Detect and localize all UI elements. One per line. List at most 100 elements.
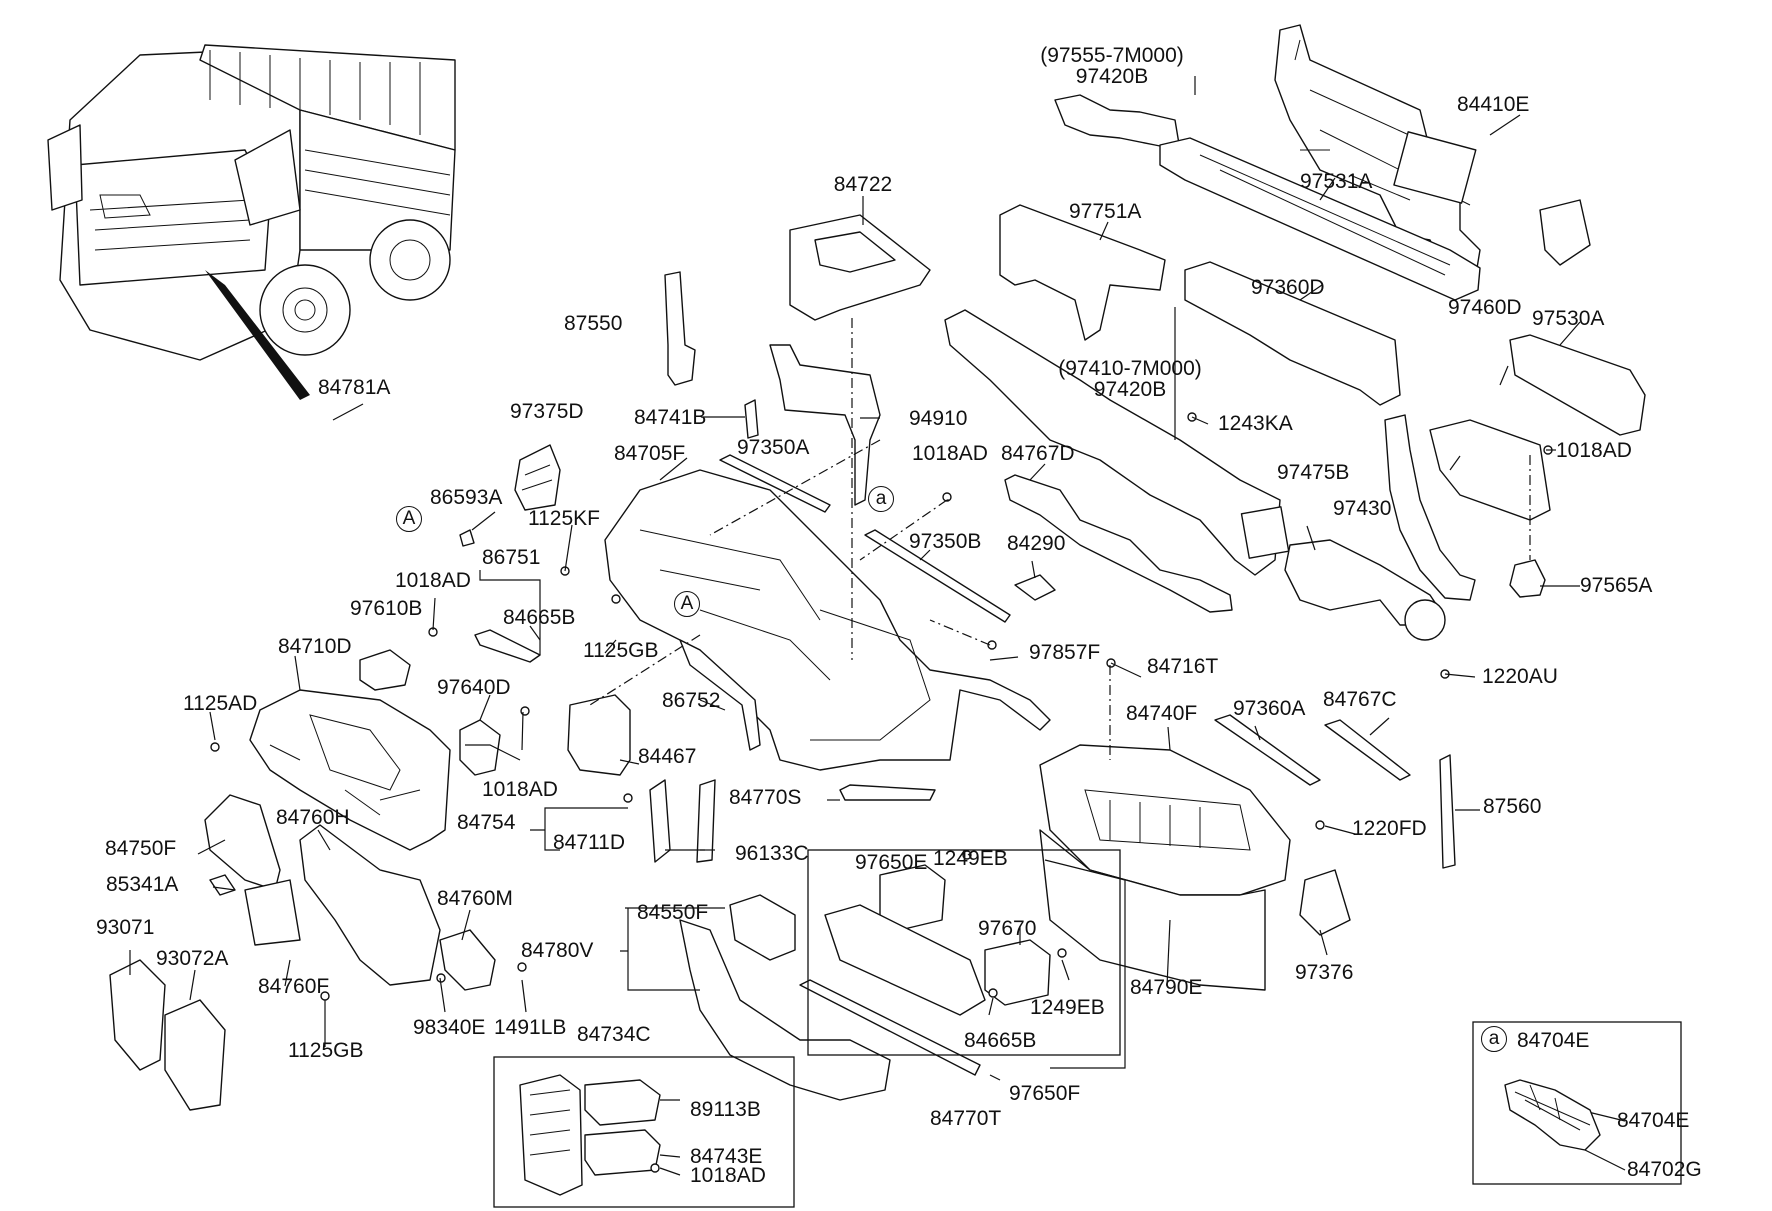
part-label: 1249EB — [1030, 996, 1105, 1019]
part-97460d — [1429, 419, 1551, 521]
part-label: 84760H — [276, 806, 350, 829]
panel-97650f — [824, 904, 986, 1016]
part-label: 97350B — [909, 530, 982, 553]
part-97375d — [514, 444, 561, 511]
callout-marker-a-detail: a — [1481, 1026, 1507, 1052]
cover-84750f — [204, 794, 281, 891]
part-label: 97376 — [1295, 961, 1354, 984]
part-label: 84770S — [729, 786, 802, 809]
part-label: 97360D — [1251, 276, 1325, 299]
part-label: 86752 — [662, 689, 721, 712]
part-label: 84770T — [930, 1107, 1002, 1130]
part-label: 97350A — [737, 436, 810, 459]
part-label: 97530A — [1532, 307, 1605, 330]
part-label: 98340E — [413, 1016, 486, 1039]
part-label: 84760M — [437, 887, 513, 910]
part-label: 84665B — [503, 606, 576, 629]
part-label: (97410-7M000) — [1058, 357, 1202, 380]
part-label: 1125GB — [288, 1039, 364, 1062]
panel-84550f — [729, 894, 796, 961]
part-label: 84750F — [105, 837, 177, 860]
part-label: 84550F — [637, 901, 709, 924]
part-label: 84767D — [1001, 442, 1075, 465]
part-label: 97460D — [1448, 296, 1522, 319]
part-label: (97555-7M000) — [1040, 44, 1184, 67]
part-label: 97375D — [510, 400, 584, 423]
part-label: 84705F — [614, 442, 686, 465]
vent-group-box — [807, 849, 1121, 1056]
bracket-87550 — [664, 271, 696, 386]
part-label: 97531A — [1300, 170, 1373, 193]
part-label: 84710D — [278, 635, 352, 658]
strip-84770s — [839, 784, 936, 801]
part-label: 84467 — [638, 745, 697, 768]
part-label: 97670 — [978, 917, 1037, 940]
detail-a-box — [1472, 1021, 1682, 1185]
panel-84740f — [1039, 744, 1291, 896]
duct-97475b — [1384, 414, 1476, 601]
part-label: 84760F — [258, 975, 330, 998]
part-label: 1018AD — [482, 778, 558, 801]
bezel-84710d — [249, 689, 451, 851]
part-label: 84704E — [1617, 1109, 1690, 1132]
part-label: 1018AD — [690, 1164, 766, 1187]
part-label: 97565A — [1580, 574, 1653, 597]
vent-97670 — [984, 939, 1051, 1006]
part-label: 97650F — [1009, 1082, 1081, 1105]
clip-84741b — [744, 399, 759, 439]
part-84290 — [1014, 574, 1056, 601]
callout-marker-A-left: A — [396, 506, 422, 532]
vent-97610b — [359, 649, 411, 691]
bracket-84767c — [1324, 719, 1411, 781]
strip-86751 — [474, 629, 541, 663]
center-panel-box — [493, 1056, 795, 1208]
part-label: 97360A — [1233, 697, 1306, 720]
duct-97751a — [999, 204, 1166, 341]
panel-84790e — [1039, 829, 1266, 991]
alignment-lines — [589, 318, 1531, 760]
part-label: 84711D — [553, 831, 626, 854]
part-label: 1491LB — [494, 1016, 567, 1039]
bracket-84467 — [567, 694, 631, 776]
part-86593a — [459, 529, 475, 547]
part-label: 89113B — [690, 1098, 761, 1121]
part-label: 84716T — [1147, 655, 1219, 678]
bracket-84760m — [439, 929, 496, 991]
part-label: 97420B — [1093, 378, 1167, 401]
frame-94910 — [769, 344, 881, 506]
part-label: 84743E — [690, 1145, 763, 1168]
part-label: 84734C — [577, 1023, 651, 1046]
part-label: 1243KA — [1218, 412, 1293, 435]
part-label: 84740F — [1126, 702, 1198, 725]
part-label: 84754 — [457, 811, 516, 834]
cover-84760f — [244, 879, 301, 946]
truck-illustration — [47, 44, 456, 400]
strip-97350b — [864, 529, 1011, 623]
dash-frame-84705f — [604, 469, 1051, 771]
duct-97530a — [1509, 334, 1646, 436]
panel-84734c — [519, 1074, 583, 1196]
bracket-84767d — [1004, 474, 1233, 613]
part-label: 97430 — [1333, 497, 1392, 520]
part-label: 1018AD — [912, 442, 988, 465]
part-96133c — [696, 779, 716, 863]
part-label: 1125GB — [583, 639, 659, 662]
part-label: 84410E — [1457, 93, 1530, 116]
part-label: 93071 — [96, 916, 155, 939]
callout-marker-A-center: A — [674, 591, 700, 617]
strip-97350a — [719, 454, 831, 513]
column-cover-93072a — [164, 999, 226, 1111]
part-84743e — [584, 1129, 661, 1176]
part-label: 97420B — [1075, 65, 1149, 88]
bracket-86752 — [679, 639, 761, 751]
part-label: 84722 — [833, 173, 893, 196]
bracket-87560 — [1439, 754, 1456, 869]
part-label: 85341A — [106, 873, 179, 896]
steering-support-beam-84410e — [1274, 24, 1591, 286]
part-label: 1220AU — [1482, 665, 1558, 688]
strip-97360a — [1214, 714, 1321, 786]
callout-marker-a-top: a — [868, 486, 894, 512]
part-label: 97857F — [1029, 641, 1101, 664]
part-label: 86593A — [430, 486, 503, 509]
